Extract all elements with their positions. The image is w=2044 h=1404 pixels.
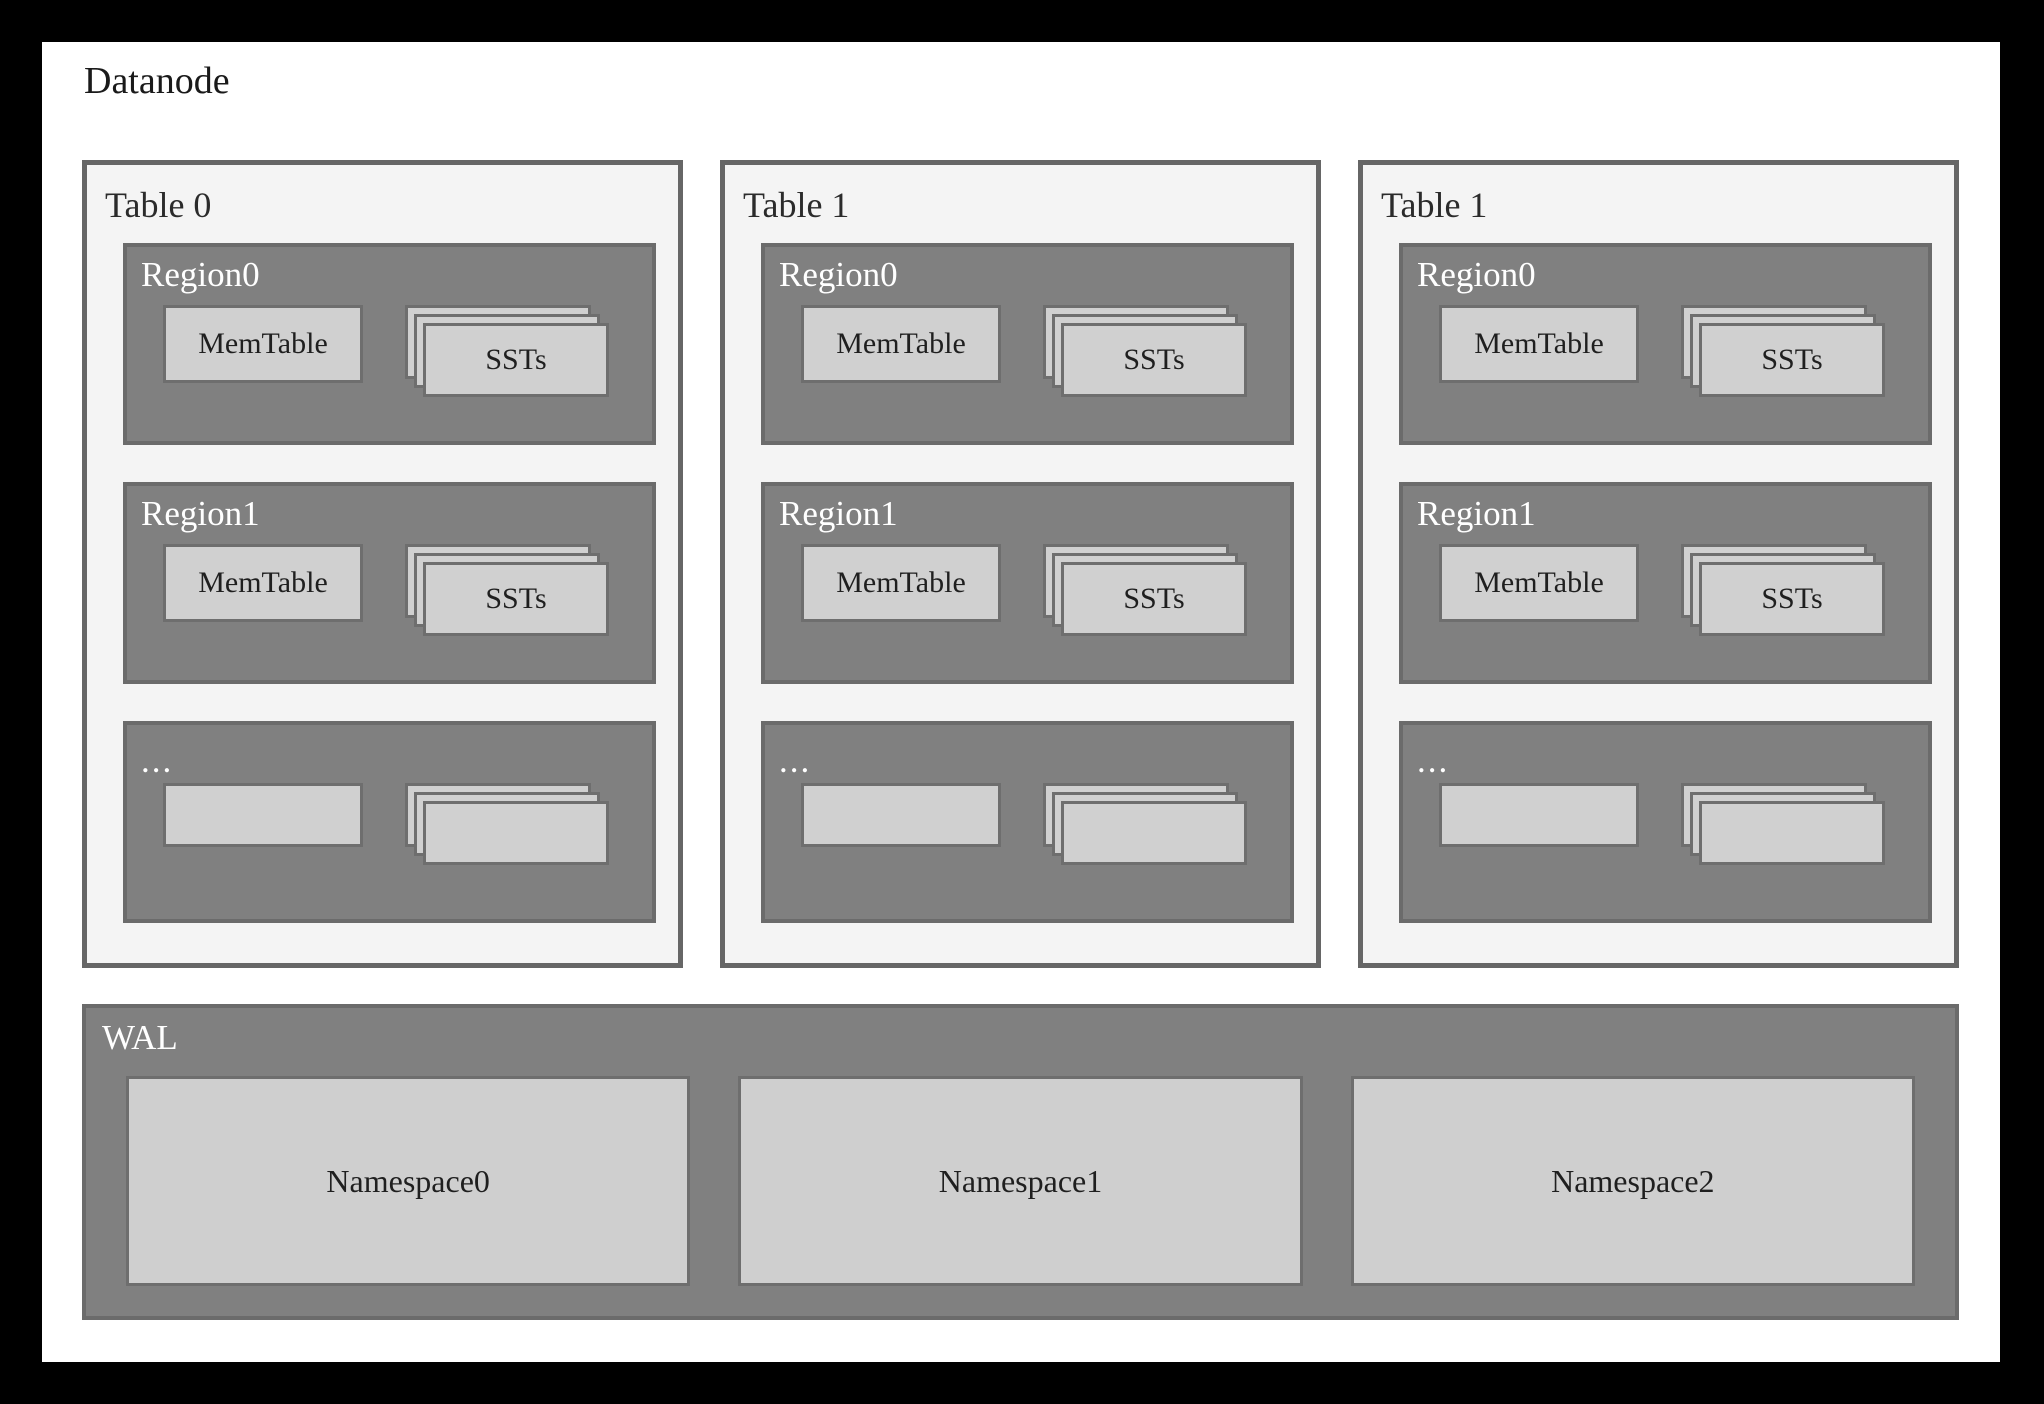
sst-stack[interactable]: SSTs [1681,305,1889,403]
table-panel-2[interactable]: Table 1 Region0 MemTable SSTs Region1 [1358,160,1959,968]
region-title: Region1 [1417,494,1536,533]
region-box-more[interactable]: ... [123,721,656,923]
sst-sheet-front[interactable] [423,801,609,865]
sst-stack[interactable]: SSTs [405,544,613,642]
memtable-box-blank[interactable] [801,783,1001,847]
region-box-more[interactable]: ... [1399,721,1932,923]
region-body: MemTable SSTs [1439,544,1904,658]
page-title: Datanode [84,60,230,102]
region-box-1[interactable]: Region1 MemTable SSTs [1399,482,1932,684]
region-ellipsis-label: ... [141,741,174,780]
region-box-1[interactable]: Region1 MemTable SSTs [123,482,656,684]
region-title: Region1 [779,494,898,533]
table-panel-1[interactable]: Table 1 Region0 MemTable SSTs Region1 [720,160,1321,968]
region-body [1439,783,1904,897]
sst-sheet-front[interactable]: SSTs [1061,562,1247,636]
regions-list: Region0 MemTable SSTs Region1 MemTable [1399,243,1932,923]
sst-stack-blank[interactable] [1681,783,1889,873]
region-title: Region0 [1417,255,1536,294]
region-box-1[interactable]: Region1 MemTable SSTs [761,482,1294,684]
sst-sheet-front[interactable] [1699,801,1885,865]
region-body: MemTable SSTs [163,544,628,658]
region-body: MemTable SSTs [163,305,628,419]
namespace-box-1[interactable]: Namespace1 [738,1076,1303,1286]
region-title: Region0 [141,255,260,294]
region-ellipsis-label: ... [1417,741,1450,780]
sst-stack-blank[interactable] [1043,783,1251,873]
namespace-list: Namespace0 Namespace1 Namespace2 [126,1076,1915,1286]
table-title: Table 1 [1381,185,1488,225]
table-panel-0[interactable]: Table 0 Region0 MemTable SSTs Region1 [82,160,683,968]
region-body [163,783,628,897]
sst-stack[interactable]: SSTs [1043,544,1251,642]
sst-sheet-front[interactable] [1061,801,1247,865]
sst-stack-blank[interactable] [405,783,613,873]
region-box-0[interactable]: Region0 MemTable SSTs [123,243,656,445]
memtable-box[interactable]: MemTable [163,544,363,622]
table-title: Table 1 [743,185,850,225]
region-box-0[interactable]: Region0 MemTable SSTs [1399,243,1932,445]
region-title: Region0 [779,255,898,294]
memtable-box[interactable]: MemTable [801,544,1001,622]
region-body: MemTable SSTs [801,544,1266,658]
wal-box[interactable]: WAL Namespace0 Namespace1 Namespace2 [82,1004,1959,1320]
sst-stack[interactable]: SSTs [1681,544,1889,642]
memtable-box[interactable]: MemTable [163,305,363,383]
sst-stack[interactable]: SSTs [405,305,613,403]
region-ellipsis-label: ... [779,741,812,780]
wal-title: WAL [102,1018,178,1057]
namespace-box-2[interactable]: Namespace2 [1350,1076,1915,1286]
memtable-box[interactable]: MemTable [1439,544,1639,622]
region-title: Region1 [141,494,260,533]
memtable-box[interactable]: MemTable [801,305,1001,383]
region-body: MemTable SSTs [801,305,1266,419]
region-body: MemTable SSTs [1439,305,1904,419]
region-box-0[interactable]: Region0 MemTable SSTs [761,243,1294,445]
table-title: Table 0 [105,185,212,225]
datanode-canvas: Datanode Table 0 Region0 MemTable SSTs [42,42,2000,1362]
memtable-box-blank[interactable] [1439,783,1639,847]
sst-sheet-front[interactable]: SSTs [1699,323,1885,397]
regions-list: Region0 MemTable SSTs Region1 MemTable [761,243,1294,923]
region-body [801,783,1266,897]
tables-row: Table 0 Region0 MemTable SSTs Region1 [82,160,1959,968]
sst-stack[interactable]: SSTs [1043,305,1251,403]
sst-sheet-front[interactable]: SSTs [1061,323,1247,397]
sst-sheet-front[interactable]: SSTs [423,323,609,397]
region-box-more[interactable]: ... [761,721,1294,923]
sst-sheet-front[interactable]: SSTs [423,562,609,636]
regions-list: Region0 MemTable SSTs Region1 MemTable [123,243,656,923]
namespace-box-0[interactable]: Namespace0 [126,1076,691,1286]
memtable-box[interactable]: MemTable [1439,305,1639,383]
sst-sheet-front[interactable]: SSTs [1699,562,1885,636]
memtable-box-blank[interactable] [163,783,363,847]
